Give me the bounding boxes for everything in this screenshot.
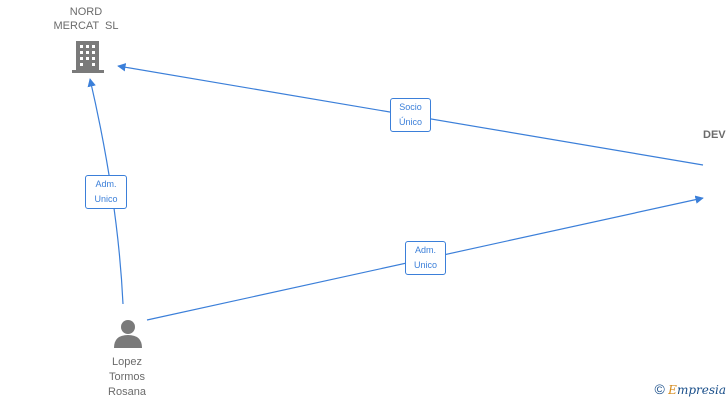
edge-label-socio-line2: Único: [398, 117, 422, 127]
partial-node-label[interactable]: DEV: [703, 128, 726, 142]
edge-label-socio-line1: Socio: [399, 102, 422, 112]
edge-label-adm-right-line2: Unico: [413, 260, 437, 270]
person-name-line3: Rosana: [108, 386, 146, 398]
person-name-line1: Lopez: [112, 356, 142, 368]
brand-initial: E: [668, 383, 677, 397]
empresia-watermark: © Empresia: [655, 381, 727, 397]
person-icon[interactable]: [114, 320, 142, 348]
edge-label-adm-left-line2: Unico: [94, 194, 118, 204]
partial-node-text: DEV: [703, 129, 726, 141]
edge-label-adm-right-line1: Adm.: [414, 245, 436, 255]
edge-label-socio-unico[interactable]: Socio Único: [390, 98, 431, 132]
company-name-line2: MERCAT SL: [53, 20, 119, 32]
brand-rest: mpresia: [676, 383, 726, 397]
edge-label-adm-left[interactable]: Adm. Unico: [85, 175, 127, 209]
edge-label-adm-left-line1: Adm.: [95, 179, 117, 189]
company-label[interactable]: NORD MERCAT SL: [45, 5, 127, 33]
person-label[interactable]: Lopez Tormos Rosana: [92, 355, 162, 400]
copyright-icon: ©: [654, 381, 665, 397]
building-icon[interactable]: [72, 41, 104, 73]
edge-label-adm-right[interactable]: Adm. Unico: [405, 241, 446, 275]
person-name-line2: Tormos: [108, 371, 146, 383]
company-name-line1: NORD: [69, 6, 103, 18]
